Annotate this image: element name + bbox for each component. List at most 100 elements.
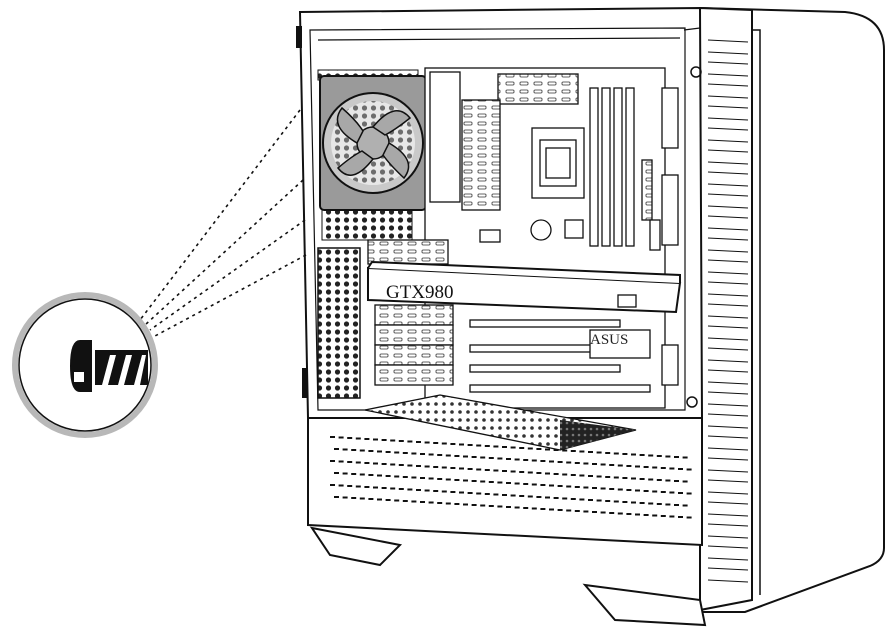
shroud-vent-slot bbox=[454, 455, 460, 457]
shroud-vent-slot bbox=[506, 482, 511, 484]
shroud-vent-slot bbox=[545, 496, 550, 499]
vrm-heatsink-top bbox=[497, 73, 579, 105]
shroud-vent-slot bbox=[519, 471, 525, 473]
shroud-vent-slot bbox=[600, 487, 606, 490]
shroud-vent-slot bbox=[592, 511, 597, 513]
shroud-vent-slot bbox=[540, 460, 546, 462]
shroud-vent-slot bbox=[674, 504, 679, 506]
screw-icon bbox=[70, 340, 148, 392]
shroud-vent-slot bbox=[424, 465, 430, 468]
shroud-vent-slot bbox=[338, 484, 344, 487]
shroud-vent-slot bbox=[334, 496, 339, 498]
shroud-vent-slot bbox=[574, 462, 580, 464]
shroud-vent-slot bbox=[682, 504, 688, 507]
shroud-vent-slot bbox=[540, 508, 546, 510]
shroud-vent-slot bbox=[617, 512, 623, 515]
bezel-vent-line bbox=[707, 193, 749, 209]
shroud-vent-slot bbox=[536, 472, 542, 474]
shroud-vent-slot bbox=[652, 466, 658, 469]
shroud-vent-slot bbox=[342, 472, 348, 475]
shroud-vent-slot bbox=[467, 468, 473, 470]
shroud-vent-slot bbox=[476, 468, 482, 471]
shroud-vent-slot bbox=[678, 516, 683, 518]
shroud-vent-slot bbox=[549, 508, 554, 511]
shroud-vent-slot bbox=[377, 450, 382, 453]
bezel-vent-line bbox=[707, 215, 749, 231]
cmos-battery bbox=[530, 219, 552, 241]
shroud-vent-slot bbox=[437, 454, 443, 456]
shroud-vent-slot bbox=[385, 451, 391, 453]
shroud-vent-slot bbox=[433, 442, 439, 444]
shroud-vent-slot bbox=[471, 456, 477, 458]
shroud-vent-slot bbox=[390, 463, 396, 466]
shroud-vent-slot bbox=[669, 515, 675, 518]
shroud-vent-slot bbox=[433, 466, 439, 468]
shroud-vent-slot bbox=[682, 456, 688, 459]
shroud-vent-slot bbox=[351, 449, 357, 451]
shroud-vent-slot bbox=[531, 483, 537, 486]
shroud-vent-slot bbox=[643, 466, 649, 468]
shroud-vent-slot bbox=[545, 472, 550, 475]
gpu-model-label: GTX980 bbox=[386, 282, 454, 303]
shroud-vent-slot bbox=[493, 445, 499, 448]
shroud-vent-slot bbox=[368, 450, 374, 452]
shroud-vent-slot bbox=[416, 465, 421, 467]
bezel-vent-line bbox=[707, 39, 749, 55]
shroud-vent-slot bbox=[359, 497, 365, 500]
shroud-vent-slot bbox=[652, 490, 658, 493]
shroud-vent-slot bbox=[592, 487, 597, 489]
shroud-vent-slot bbox=[622, 477, 628, 479]
shroud-vent-slot bbox=[635, 489, 640, 492]
shroud-vent-slot bbox=[459, 491, 464, 494]
shroud-vent-slot bbox=[635, 465, 640, 468]
shroud-vent-slot bbox=[566, 461, 572, 464]
shroud-vent-slot bbox=[385, 499, 391, 501]
screw-callout bbox=[12, 292, 158, 438]
shroud-vent-slot bbox=[398, 488, 404, 490]
shroud-vent-slot bbox=[347, 437, 353, 439]
shroud-vent-slot bbox=[330, 436, 335, 438]
bezel-vent-line bbox=[707, 83, 749, 99]
shroud-vent-slot bbox=[416, 441, 421, 443]
shroud-vent-slot bbox=[536, 496, 542, 498]
bezel-vent-line bbox=[707, 149, 749, 165]
shroud-vent-slot bbox=[639, 502, 645, 504]
shroud-vent-slot bbox=[402, 500, 408, 502]
shroud-vent-slot bbox=[424, 489, 430, 492]
shroud-vent-slot bbox=[437, 478, 443, 480]
shroud-vent-slot bbox=[355, 485, 361, 488]
shroud-vent-slot bbox=[553, 497, 559, 499]
shroud-vent-slot bbox=[583, 510, 589, 513]
bezel-vent-line bbox=[707, 435, 749, 451]
shroud-vent-slot bbox=[510, 470, 516, 473]
shroud-vent-slot bbox=[437, 502, 443, 504]
shroud-vent-slot bbox=[450, 491, 456, 493]
shroud-vent-slot bbox=[592, 463, 597, 465]
shroud-vent-slot bbox=[622, 501, 628, 503]
shroud-vent-slot bbox=[631, 453, 636, 456]
shroud-vent-slot bbox=[562, 449, 568, 452]
shroud-vent-slot bbox=[445, 454, 451, 457]
shroud-vent-slot bbox=[574, 486, 580, 488]
shroud-vent-slot bbox=[488, 505, 494, 507]
shroud-vent-slot bbox=[407, 440, 413, 443]
shroud-vent-slot bbox=[493, 469, 499, 472]
shroud-vent-slot bbox=[467, 492, 473, 494]
shroud-vent-slot bbox=[557, 485, 563, 487]
shroud-vent-slot bbox=[347, 461, 353, 463]
shroud-vent-slot bbox=[342, 448, 348, 451]
shroud-vent-slot bbox=[359, 449, 365, 452]
bezel-vent-line bbox=[707, 479, 749, 495]
shroud-vent-slot bbox=[514, 482, 520, 485]
shroud-vent-slot bbox=[678, 492, 683, 494]
shroud-vent-slot bbox=[368, 498, 374, 500]
shroud-vent-slot bbox=[390, 487, 396, 490]
shroud-vent-slot bbox=[459, 467, 464, 470]
shroud-vent-slot bbox=[381, 439, 387, 441]
io-shield bbox=[429, 71, 461, 203]
shroud-vent-slot bbox=[355, 437, 361, 440]
shroud-vent-slot bbox=[588, 499, 593, 501]
shroud-vent-slot bbox=[514, 506, 520, 509]
shroud-vent-slot bbox=[600, 511, 606, 514]
shroud-vent-slot bbox=[639, 478, 645, 480]
